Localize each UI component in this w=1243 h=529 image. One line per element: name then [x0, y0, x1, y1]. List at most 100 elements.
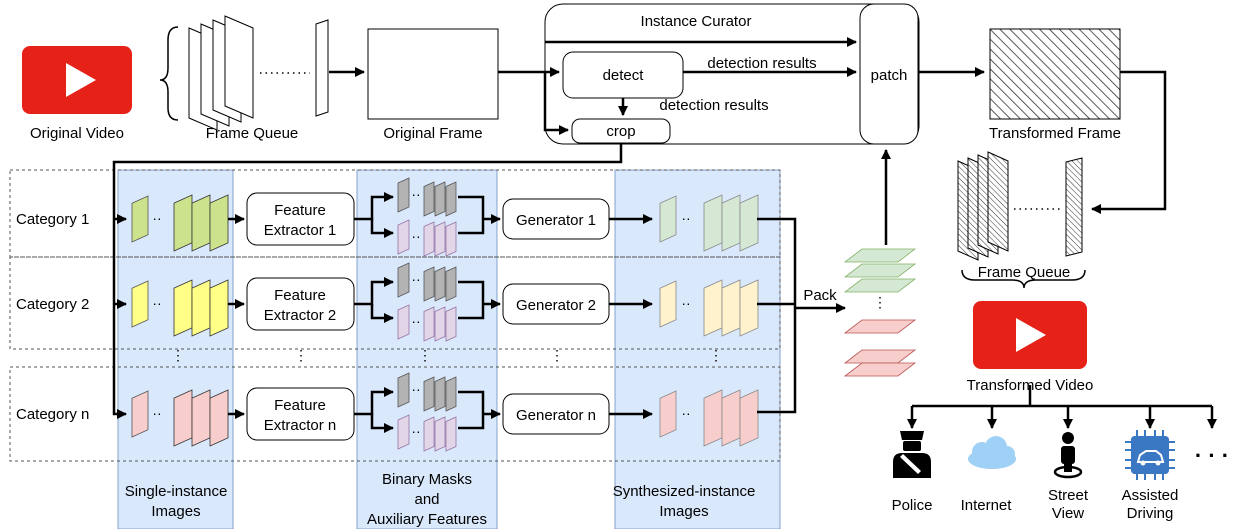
instance-image	[131, 195, 149, 243]
binary-mask	[397, 372, 410, 408]
original-video-label: Original Video	[30, 125, 124, 142]
brace-icon	[159, 26, 179, 121]
synthesized-image	[659, 390, 677, 438]
detection-results-bottom: detection results	[659, 97, 768, 114]
binary-mask	[445, 266, 457, 302]
extractor-label: Extractor 2	[264, 307, 337, 324]
synthesized-image	[659, 195, 677, 243]
synthesized-image	[739, 194, 759, 252]
generator-label: Generator n	[516, 407, 596, 424]
patch-box	[859, 3, 919, 145]
ellipsis: ··	[411, 313, 420, 329]
original-frame-label: Original Frame	[383, 125, 482, 142]
frame-queue-left: Frame Queue	[159, 15, 329, 142]
instance-image	[131, 390, 149, 438]
ellipsis: ··	[152, 405, 161, 421]
binary-mask	[397, 177, 410, 213]
instance-image	[173, 389, 193, 447]
cloud-icon	[968, 436, 1016, 469]
detect-label: detect	[603, 67, 645, 84]
binary-mask	[445, 181, 457, 217]
frame-queue-right-label: Frame Queue	[978, 264, 1071, 281]
curator-title: Instance Curator	[641, 13, 752, 30]
ellipsis: ··	[681, 210, 690, 226]
ellipsis: ··	[411, 186, 420, 202]
instance-image	[209, 279, 229, 337]
synthesized-image	[739, 389, 759, 447]
binary-mask	[397, 262, 410, 298]
ellipsis: ··	[681, 295, 690, 311]
original-frame: Original Frame	[367, 28, 499, 142]
extractor-label: Extractor 1	[264, 222, 337, 239]
svg-text:⋮: ⋮	[550, 347, 564, 363]
auxiliary-feature	[397, 414, 410, 450]
pack-label: Pack	[803, 287, 837, 304]
single-instance-label-2: Images	[151, 503, 200, 520]
category-label: Category 1	[16, 211, 89, 228]
synthesized-label-1: Synthesized-instance	[613, 483, 756, 500]
masks-label-3: Auxiliary Features	[367, 511, 487, 528]
ellipsis: ··	[411, 271, 420, 287]
person-location-icon	[1053, 432, 1083, 479]
instance-image	[191, 279, 211, 337]
svg-text:⋮: ⋮	[873, 294, 887, 310]
extractor-label: Extractor n	[264, 417, 337, 434]
detection-results-top: detection results	[707, 55, 816, 72]
crop-label: crop	[606, 123, 635, 140]
instance-curator: Instance Curator patch detect crop detec…	[543, 3, 920, 145]
transformed-frame-label: Transformed Frame	[989, 125, 1121, 142]
instance-image	[131, 280, 149, 328]
instance-image	[191, 194, 211, 252]
binary-mask	[434, 376, 446, 412]
auxiliary-feature	[434, 306, 446, 342]
more-consumers: · · ·	[1195, 443, 1229, 468]
ellipsis: ··	[411, 381, 420, 397]
binary-mask	[423, 181, 435, 217]
original-video: Original Video	[22, 46, 132, 142]
auxiliary-feature	[397, 304, 410, 340]
synthesized-image	[739, 279, 759, 337]
extractor-label: Feature	[274, 202, 326, 219]
instance-image	[209, 389, 229, 447]
auxiliary-feature	[434, 221, 446, 257]
ellipsis: ··	[411, 228, 420, 244]
binary-mask	[434, 266, 446, 302]
transformed-video: Transformed Video	[967, 301, 1093, 394]
svg-text:⋮: ⋮	[294, 347, 308, 363]
car-chip-icon	[1125, 430, 1175, 480]
frame-queue-right: Frame Queue	[957, 151, 1086, 289]
ellipsis: ··	[681, 405, 690, 421]
instance-image	[191, 389, 211, 447]
binary-mask	[434, 181, 446, 217]
play-triangle	[1016, 318, 1046, 352]
instance-image	[173, 279, 193, 337]
consumer-internet: Internet	[961, 497, 1013, 514]
consumer-police: Police	[892, 497, 933, 514]
synthesized-image	[721, 389, 741, 447]
synthesized-image	[703, 194, 723, 252]
auxiliary-feature	[445, 221, 457, 257]
patch-label: patch	[871, 67, 908, 84]
synthesized-label-2: Images	[659, 503, 708, 520]
ellipsis: ··	[411, 423, 420, 439]
synthesized-image	[721, 194, 741, 252]
extractor-label: Feature	[274, 397, 326, 414]
column-labels: Single-instance Images Binary Masks and …	[125, 471, 756, 528]
auxiliary-feature	[397, 219, 410, 255]
vertical-ellipses: ⋮ ⋮ ⋮ ⋮ ⋮	[171, 347, 723, 363]
auxiliary-feature	[423, 416, 435, 452]
binary-mask	[423, 376, 435, 412]
binary-mask	[423, 266, 435, 302]
transformed-frame: Transformed Frame	[989, 28, 1121, 142]
generator-label: Generator 1	[516, 212, 596, 229]
svg-text:⋮: ⋮	[709, 347, 723, 363]
single-instance-label-1: Single-instance	[125, 483, 228, 500]
synthesized-image	[659, 280, 677, 328]
play-triangle	[66, 63, 96, 97]
ellipsis: ··	[152, 295, 161, 311]
auxiliary-feature	[423, 306, 435, 342]
